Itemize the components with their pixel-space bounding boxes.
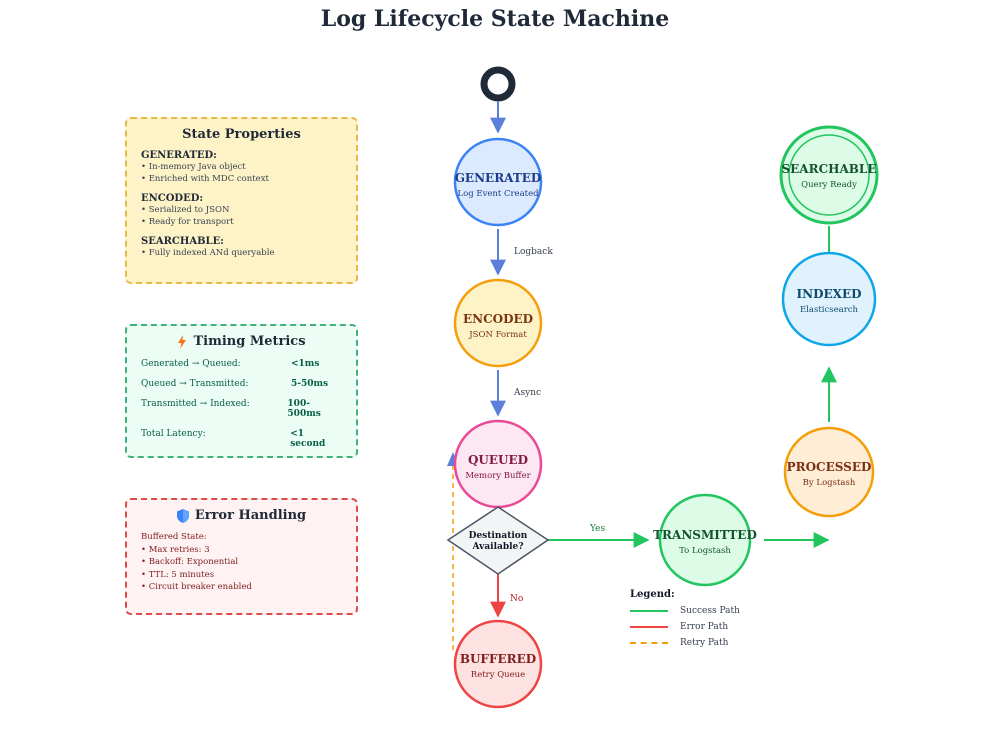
metric-label: Total Latency: [141, 429, 206, 439]
metric-value: 100-500ms [287, 399, 321, 419]
edge-label-no: No [510, 594, 523, 604]
state-transmitted: TRANSMITTED To Logstash [653, 493, 757, 587]
error-line: • Max retries: 3 [141, 544, 210, 555]
error-handling-header: Error Handling [141, 508, 342, 523]
state-sub: Query Ready [801, 180, 857, 190]
decision-line2: Available? [471, 542, 523, 552]
timing-metrics-title: Timing Metrics [193, 334, 306, 349]
state-searchable: SEARCHABLE Query Ready [779, 125, 879, 225]
metric-label: Generated → Queued: [141, 359, 241, 369]
page-title: Log Lifecycle State Machine [320, 6, 670, 32]
metric-row: Transmitted → Indexed: 100-500ms [141, 399, 342, 419]
section-item: • Enriched with MDC context [141, 174, 269, 184]
section-item: • Serialized to JSON [141, 205, 230, 215]
legend-item-error: Error Path [630, 622, 780, 632]
legend-label: Success Path [680, 606, 740, 616]
metric-value: 5-50ms [291, 379, 329, 389]
state-encoded: ENCODED JSON Format [453, 278, 543, 368]
metric-row: Generated → Queued: <1ms [141, 359, 342, 369]
section-encoded: ENCODED: • Serialized to JSON • Ready fo… [141, 193, 342, 228]
error-handling-panel: Error Handling Buffered State: • Max ret… [125, 498, 358, 615]
state-sub: Log Event Created [457, 189, 539, 199]
shield-icon [176, 508, 189, 523]
legend-item-success: Success Path [630, 606, 780, 616]
section-title: ENCODED: [141, 193, 204, 204]
metric-value: <1ms [291, 359, 320, 369]
state-name: PROCESSED [787, 460, 872, 474]
state-processed: PROCESSED By Logstash [783, 426, 875, 518]
legend: Legend: Success Path Error Path Retry Pa… [630, 589, 780, 648]
section-item: • In-memory Java object [141, 162, 246, 172]
state-sub: To Logstash [679, 546, 731, 556]
state-name: GENERATED [455, 171, 542, 185]
metric-row: Total Latency: <1 second [141, 429, 342, 449]
section-generated: GENERATED: • In-memory Java object • Enr… [141, 150, 342, 185]
edge-label-yes: Yes [589, 524, 605, 534]
state-name: BUFFERED [460, 652, 536, 666]
decision-line1: Destination [469, 531, 528, 541]
metric-row: Queued → Transmitted: 5-50ms [141, 379, 342, 389]
metric-value: <1 second [290, 429, 326, 449]
state-indexed: INDEXED Elasticsearch [781, 251, 877, 347]
state-properties-panel: State Properties GENERATED: • In-memory … [125, 117, 358, 284]
error-line: • Backoff: Exponential [141, 557, 239, 567]
state-generated: GENERATED Log Event Created [453, 137, 543, 227]
state-properties-title: State Properties [182, 127, 301, 142]
timing-metrics-header: Timing Metrics [141, 334, 342, 349]
lightning-icon [178, 334, 187, 349]
decision-destination-available: Destination Available? [446, 506, 550, 575]
state-sub: JSON Format [468, 330, 527, 340]
state-name: TRANSMITTED [653, 528, 757, 542]
state-buffered: BUFFERED Retry Queue [453, 619, 543, 709]
legend-title: Legend: [630, 589, 675, 600]
edge-label-async: Async [513, 388, 541, 398]
error-line: Buffered State: [141, 532, 207, 542]
timing-metrics-panel: Timing Metrics Generated → Queued: <1ms Q… [125, 324, 358, 458]
legend-label: Error Path [680, 622, 729, 632]
legend-swatch [630, 626, 668, 628]
legend-swatch [630, 610, 668, 612]
state-name: ENCODED [463, 312, 533, 326]
state-sub: Retry Queue [471, 670, 525, 680]
state-sub: Memory Buffer [465, 471, 531, 481]
state-queued: QUEUED Memory Buffer [453, 419, 543, 509]
metric-label: Queued → Transmitted: [141, 379, 249, 389]
section-item: • Fully indexed ANd queryable [141, 248, 275, 258]
edge-label-logback: Logback [514, 247, 553, 257]
state-name: SEARCHABLE [781, 162, 876, 176]
section-title: GENERATED: [141, 150, 217, 161]
state-sub: Elasticsearch [800, 305, 859, 315]
section-searchable: SEARCHABLE: • Fully indexed ANd queryabl… [141, 236, 342, 259]
section-title: SEARCHABLE: [141, 236, 224, 247]
legend-label: Retry Path [680, 638, 729, 648]
section-item: • Ready for transport [141, 217, 234, 227]
start-node [480, 66, 516, 102]
error-handling-title: Error Handling [194, 508, 307, 523]
legend-swatch [630, 642, 668, 644]
state-name: INDEXED [797, 287, 862, 301]
error-line: • TTL: 5 minutes [141, 569, 215, 580]
metric-label: Transmitted → Indexed: [141, 399, 250, 409]
state-name: QUEUED [468, 453, 528, 467]
legend-item-retry: Retry Path [630, 638, 780, 648]
state-sub: By Logstash [803, 478, 856, 488]
error-line: • Circuit breaker enabled [141, 582, 252, 592]
